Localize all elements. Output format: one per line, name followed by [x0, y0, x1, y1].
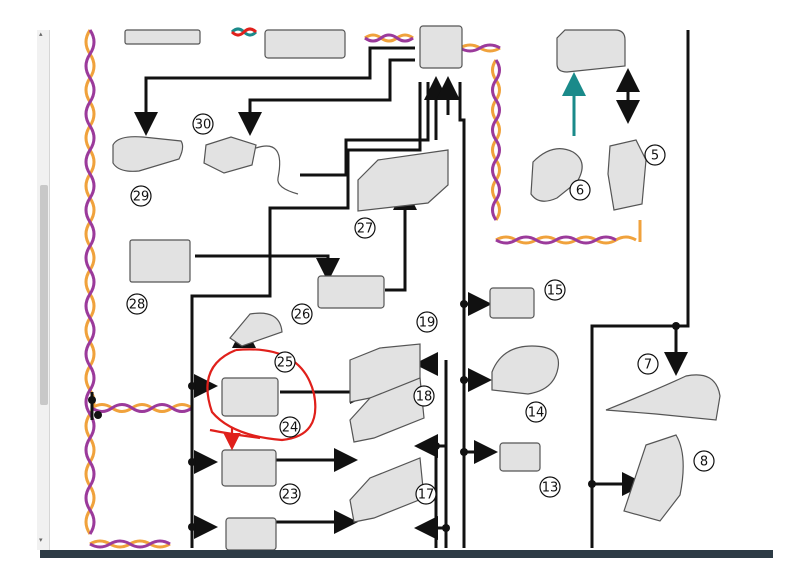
- callout-19: 19: [416, 311, 438, 333]
- scrollbar-thumb[interactable]: [40, 185, 48, 405]
- signal-lines: [90, 30, 690, 548]
- component-6-key: [530, 148, 583, 202]
- callout-25: 25: [274, 351, 296, 373]
- junction-dots: [88, 300, 680, 532]
- scroll-down-icon[interactable]: ▾: [39, 536, 43, 544]
- component-23: [221, 449, 277, 487]
- callout-13: 13: [539, 476, 561, 498]
- callout-label: 25: [277, 356, 294, 371]
- component-30: [203, 136, 257, 174]
- module-top-center: [264, 29, 346, 59]
- component-13: [499, 442, 541, 472]
- callout-14: 14: [525, 401, 547, 423]
- component-top-right: [556, 29, 626, 73]
- module-top-left: [124, 29, 201, 45]
- bottom-toolbar: [40, 550, 773, 558]
- callout-24: 24: [279, 416, 301, 438]
- component-15: [489, 287, 535, 319]
- callout-7: 7: [637, 353, 659, 375]
- callout-label: 26: [294, 308, 311, 323]
- callout-label: 7: [644, 358, 652, 373]
- callout-label: 28: [129, 298, 146, 313]
- can-bus-branch: [89, 403, 193, 549]
- can-bus-top: [230, 27, 501, 53]
- red-circle-annotation: [206, 348, 317, 442]
- callout-8: 8: [693, 450, 715, 472]
- callout-label: 23: [282, 488, 299, 503]
- callout-label: 8: [700, 455, 708, 470]
- callout-27: 27: [354, 217, 376, 239]
- component-8-lamp: [623, 434, 684, 522]
- can-bus-left: [84, 29, 96, 535]
- callout-label: 19: [419, 316, 436, 331]
- scroll-up-icon[interactable]: ▴: [39, 30, 43, 38]
- callout-label: 30: [195, 118, 212, 133]
- component-25-mirror: [229, 312, 283, 347]
- red-annotation: [206, 348, 317, 451]
- component-5: [607, 139, 647, 211]
- callout-26: 26: [291, 303, 313, 325]
- component-26: [317, 275, 385, 309]
- component-7-lamp: [605, 374, 721, 421]
- component-27: [357, 149, 449, 212]
- callout-17: 17: [415, 483, 437, 505]
- callout-23: 23: [279, 483, 301, 505]
- callout-label: 6: [576, 184, 584, 199]
- component-24: [221, 377, 279, 417]
- component-29: [112, 136, 184, 172]
- component-18: [349, 377, 425, 443]
- callout-label: 5: [651, 149, 659, 164]
- callout-label: 14: [528, 406, 545, 421]
- component-28-battery: [129, 239, 191, 283]
- central-gateway-module: [419, 25, 463, 69]
- callout-label: 24: [282, 421, 299, 436]
- callout-label: 15: [547, 284, 564, 299]
- callout-30: 30: [192, 113, 214, 135]
- can-bus-right-loop: [491, 59, 642, 245]
- callout-label: 17: [418, 488, 435, 503]
- callout-label: 29: [133, 190, 150, 205]
- callout-label: 18: [416, 390, 433, 405]
- callout-layer: 5 6 7 8 13 14 15 17 18 19 23 24 25 26 27 28 29 30: [126, 113, 715, 505]
- component-17: [349, 457, 425, 523]
- callout-28: 28: [126, 293, 148, 315]
- callout-15: 15: [544, 279, 566, 301]
- components: [112, 25, 721, 551]
- callout-29: 29: [130, 185, 152, 207]
- callout-5: 5: [644, 144, 666, 166]
- callout-18: 18: [413, 385, 435, 407]
- callout-label: 27: [357, 222, 374, 237]
- component-14: [491, 345, 560, 395]
- component-22: [225, 517, 277, 551]
- callout-6: 6: [569, 179, 591, 201]
- callout-label: 13: [542, 481, 559, 496]
